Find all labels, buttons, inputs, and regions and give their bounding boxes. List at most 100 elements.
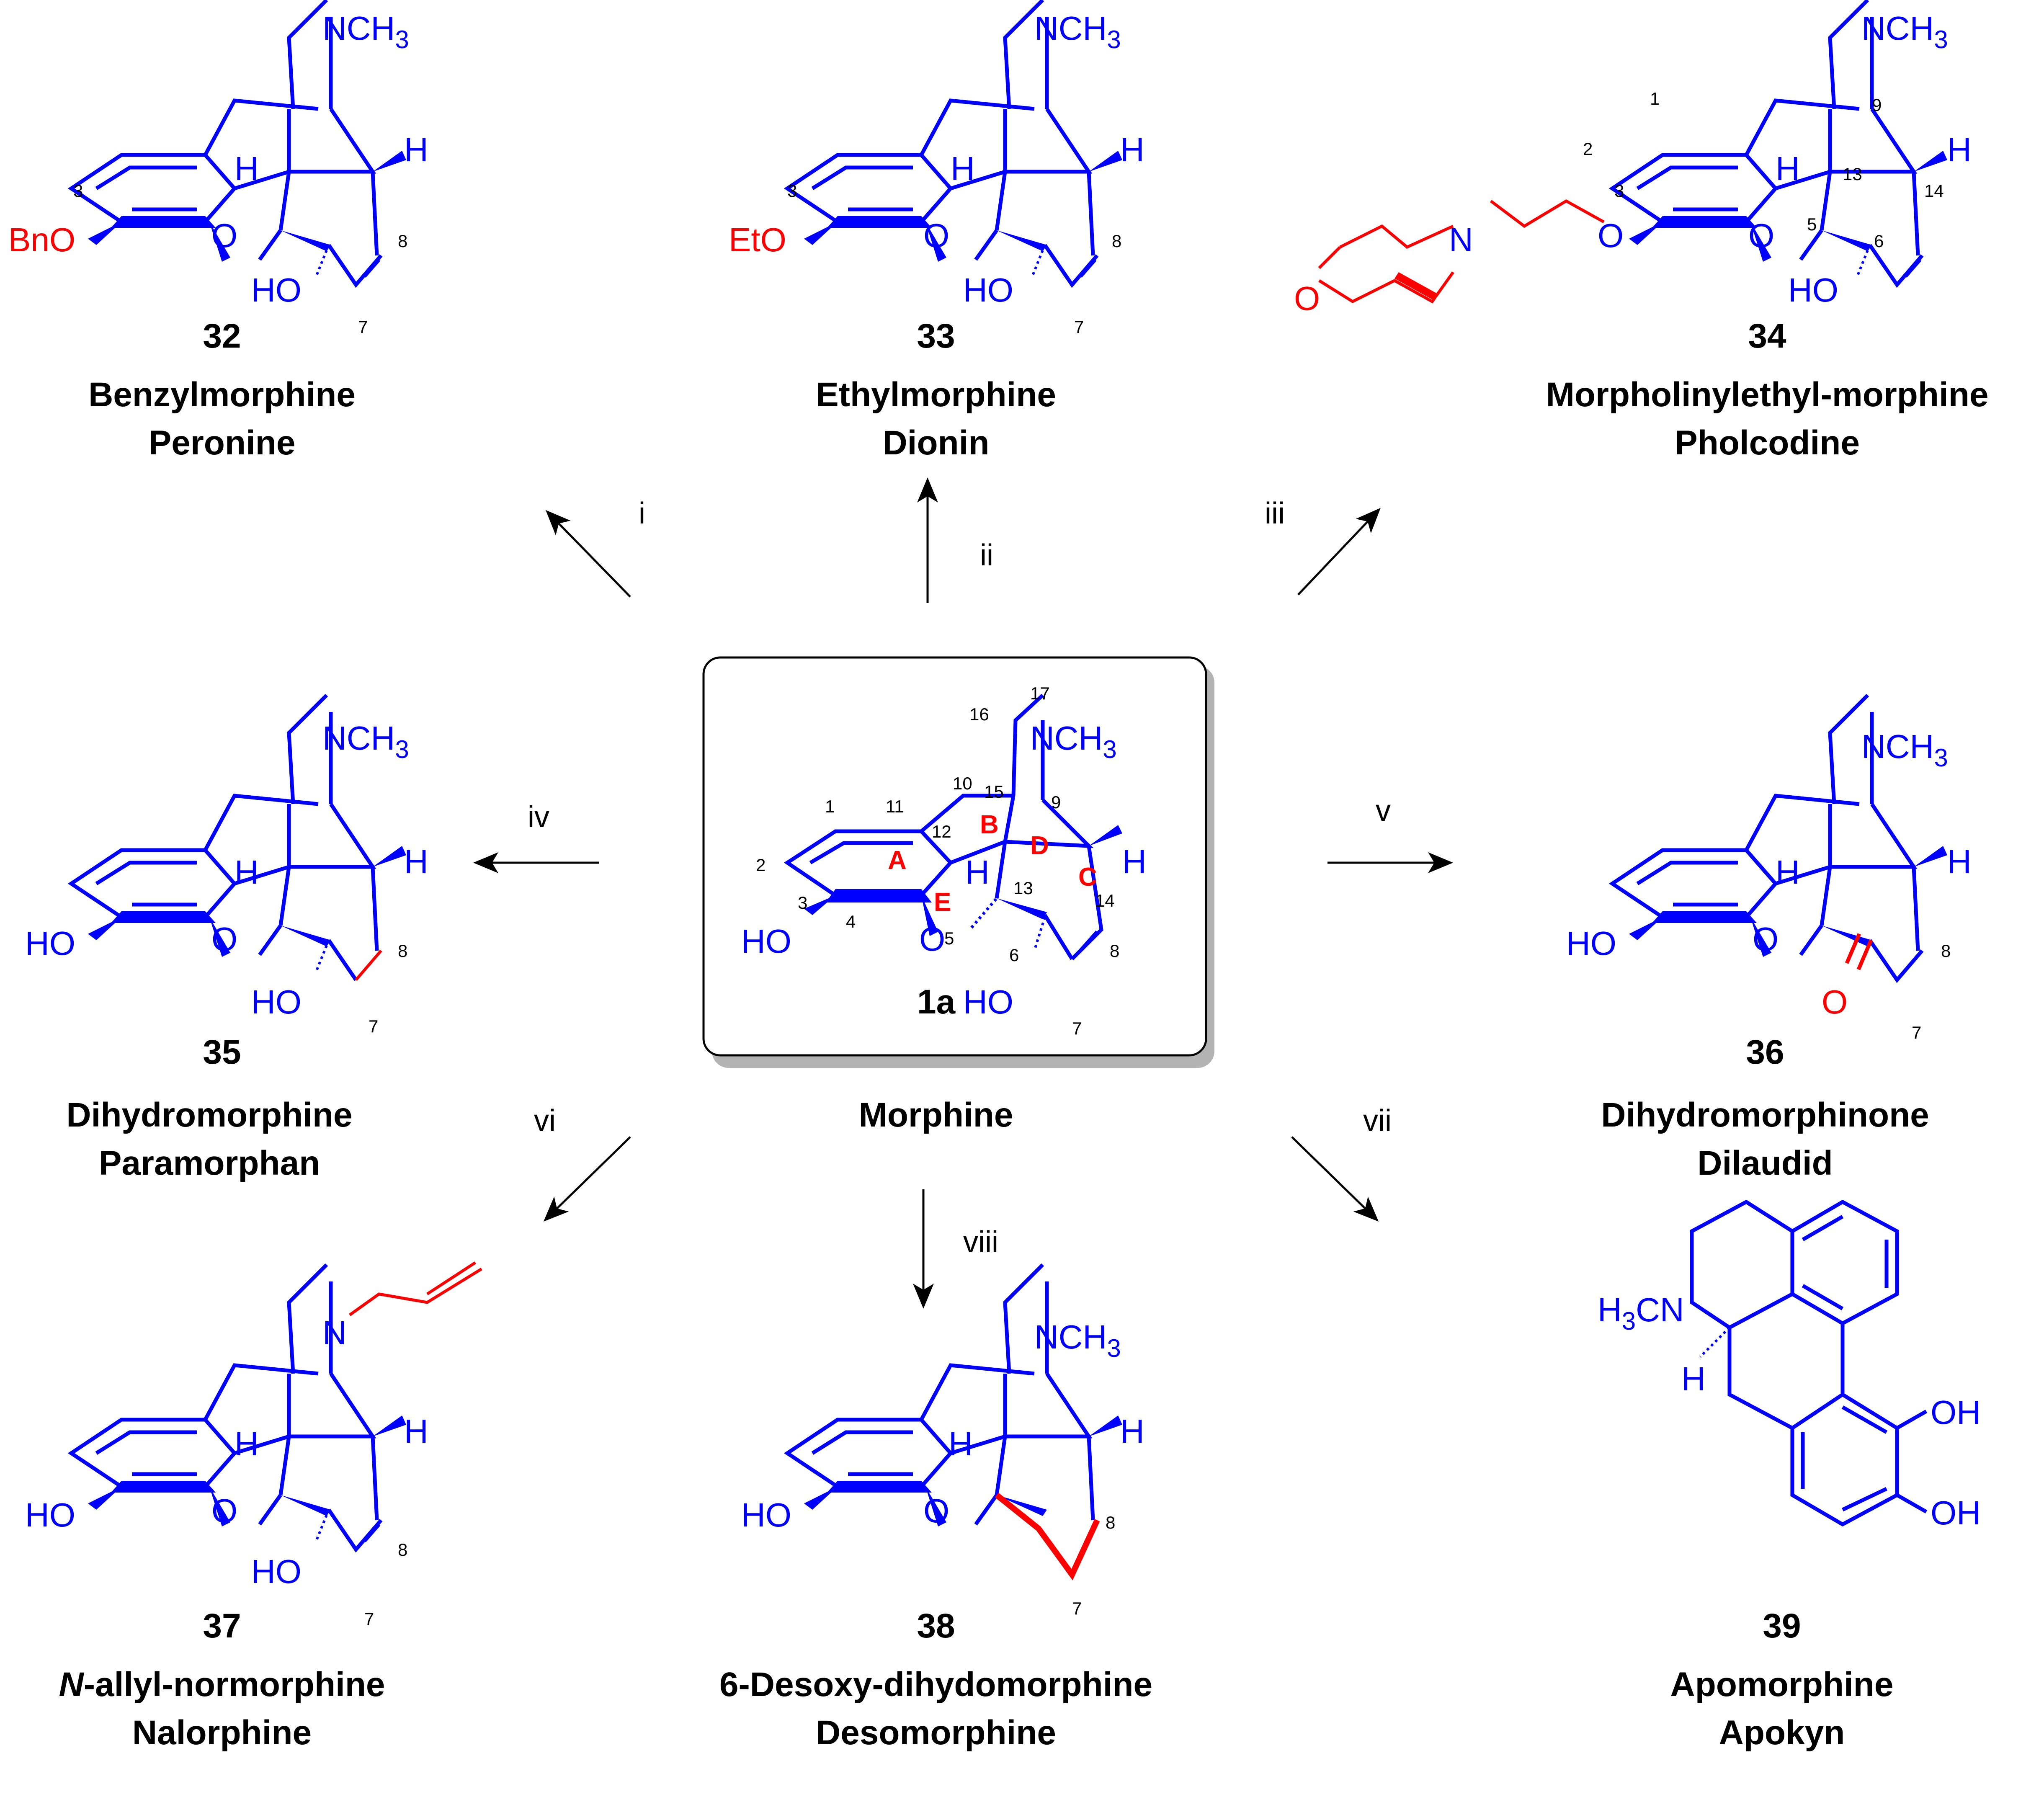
compound-36-h5: H [1776,853,1800,891]
compound-32-structure [71,0,406,288]
compound-34-link-oxygen: O [1598,217,1624,254]
compound-38-nmethyl: NCH3 [1034,1318,1121,1362]
compound-32-hydroxyl: HO [251,271,302,309]
arrow-iii: iii [1265,497,1381,596]
compound-34-oxygen: O [1748,217,1774,254]
compound-32-name1: Benzylmorphine [88,376,356,414]
compound-38-locant-8: 8 [1106,1513,1115,1532]
compound-38-number: 38 [917,1607,955,1645]
center-h14: H [1122,843,1147,880]
svg-text:vii: vii [1363,1104,1392,1137]
center-hydroxyl-6: HO [963,983,1013,1021]
compound-37-name2: Nalorphine [132,1714,312,1752]
compound-34-ring-oxygen: O [1294,280,1320,317]
compound-34-h14: H [1947,131,1972,168]
compound-36-oxygen: O [1753,920,1779,958]
svg-text:1: 1 [1650,89,1660,108]
compound-32-nmethyl: NCH3 [322,10,409,54]
compound-36-name2: Dilaudid [1697,1144,1833,1182]
svg-text:14: 14 [1095,891,1115,910]
svg-text:iii: iii [1265,497,1285,530]
compound-36-hydroxyl-3: HO [1566,925,1616,962]
compound-33-h5: H [951,150,975,187]
compound-35-nmethyl: NCH3 [322,719,409,763]
ring-label-c: C [1078,863,1097,892]
compound-34-ring-nitrogen: N [1449,221,1473,258]
compound-35-oxygen: O [211,920,237,958]
compound-35-h5: H [235,853,259,891]
compound-37-oxygen: O [211,1492,237,1529]
compound-36-locant-7: 7 [1912,1023,1921,1042]
svg-text:9: 9 [1872,95,1882,115]
compound-37-hydroxyl-3: HO [25,1496,75,1534]
compound-33-name1: Ethylmorphine [816,376,1056,414]
compound-32-substituent: BnO [8,221,75,258]
compound-35-structure [71,695,406,981]
compound-35-hydroxyl-3: HO [25,925,75,962]
compound-39-structure [1690,1199,1928,1527]
svg-text:6: 6 [1874,231,1884,251]
svg-text:3: 3 [798,893,807,913]
compound-34-number: 34 [1748,317,1786,355]
compound-39-name1: Apomorphine [1670,1666,1894,1704]
compound-34-structure [1612,0,1947,288]
compound-37-name1: N-allyl-normorphine [59,1666,385,1704]
svg-text:10: 10 [953,773,972,793]
svg-text:12: 12 [932,822,951,841]
compound-38-name2: Desomorphine [816,1714,1056,1752]
compound-36-ketone: O [1822,983,1848,1021]
svg-text:7: 7 [1072,1018,1082,1038]
svg-text:3: 3 [1614,181,1624,201]
compound-33-nmethyl: NCH3 [1034,10,1121,54]
compound-32-number: 32 [203,317,241,355]
compound-37-locant-7: 7 [364,1609,374,1629]
compound-33-oxygen: O [923,217,949,254]
compound-37-allyl [348,1261,482,1316]
compound-33-substituent: EtO [729,221,786,258]
compound-34-hydroxyl: HO [1788,271,1838,309]
arrow-v: v [1327,794,1453,873]
svg-text:13: 13 [1013,878,1033,898]
compound-39-h: H [1681,1360,1706,1397]
svg-text:5: 5 [1807,214,1817,234]
compound-38-hydroxyl-3: HO [741,1496,791,1534]
compound-36-structure [1612,695,1947,983]
compound-35-name2: Paramorphan [99,1144,320,1182]
svg-text:14: 14 [1924,181,1944,201]
center-oxygen: O [919,920,945,958]
svg-text:8: 8 [1110,941,1119,961]
svg-text:iv: iv [528,800,549,834]
compound-34-nmethyl: NCH3 [1861,10,1948,54]
compound-35-locant-8: 8 [398,941,407,961]
compound-35-number: 35 [203,1033,241,1071]
compound-32-oxygen: O [211,217,237,254]
arrow-vii: vii [1291,1104,1392,1222]
compound-33-number: 33 [917,317,955,355]
compound-33-locant-8: 8 [1112,231,1121,251]
compound-34-h5: H [1776,150,1800,187]
svg-text:13: 13 [1843,164,1862,184]
compound-33-hydroxyl: HO [963,271,1013,309]
svg-text:6: 6 [1009,945,1019,965]
compound-39-oh-2: OH [1931,1494,1981,1531]
compound-32-locant-8: 8 [398,231,407,251]
svg-text:5: 5 [944,928,954,948]
compound-32-name2: Peronine [149,424,296,462]
compound-38-name1: 6-Desoxy-dihydomorphine [719,1666,1152,1704]
svg-text:2: 2 [756,855,766,875]
compound-35-name1: Dihydromorphine [66,1096,352,1134]
center-h5: H [965,853,990,891]
compound-37-hydroxyl-6: HO [251,1553,302,1590]
svg-text:9: 9 [1051,792,1061,812]
compound-39-number: 39 [1763,1607,1801,1645]
compound-38-locant-7: 7 [1072,1598,1082,1618]
compound-39-name2: Apokyn [1719,1714,1845,1752]
compound-33-name2: Dionin [882,424,989,462]
svg-text:15: 15 [984,782,1004,802]
ring-label-d: D [1030,831,1049,860]
compound-36-number: 36 [1746,1033,1784,1071]
compound-38-h5: H [949,1425,973,1462]
svg-text:ii: ii [980,539,993,572]
compound-36-locant-8: 8 [1941,941,1951,961]
